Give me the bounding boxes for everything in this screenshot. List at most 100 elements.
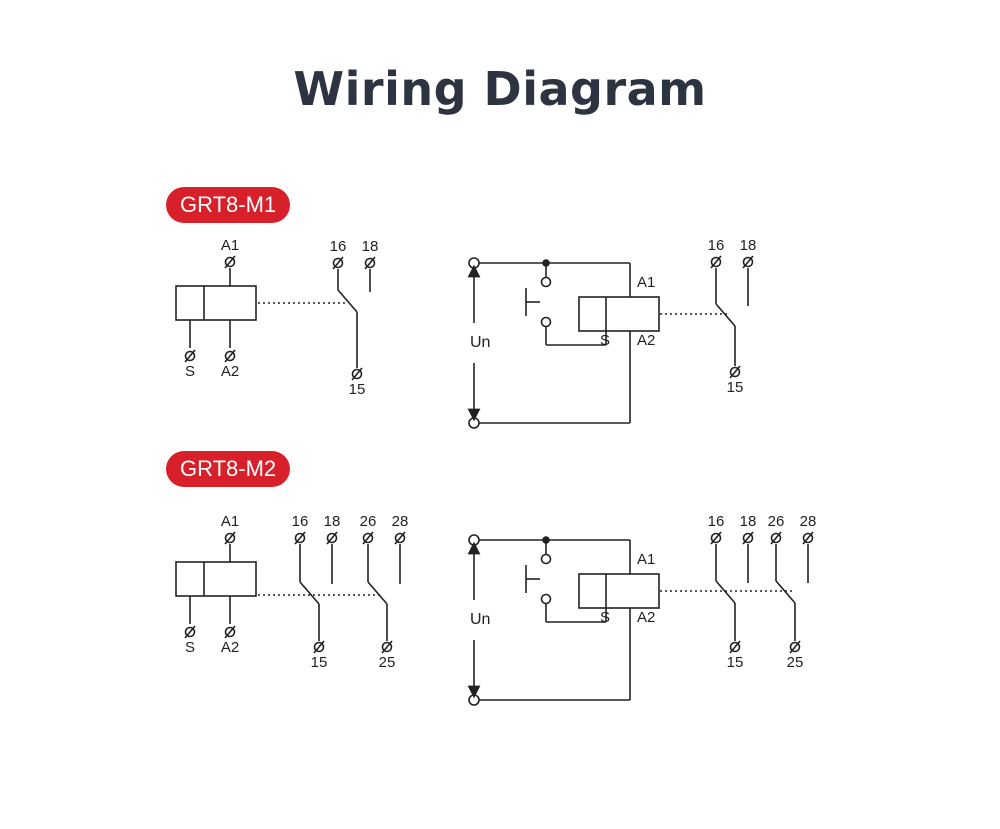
terminal-symbol — [313, 641, 325, 653]
terminal-symbol — [326, 532, 338, 544]
label-un: Un — [470, 334, 490, 351]
terminal-symbol — [394, 532, 406, 544]
supply-terminal-bottom — [468, 694, 480, 706]
terminal-slash — [802, 531, 814, 545]
terminal-slash — [294, 531, 306, 545]
label-nc-terminal: 18 — [324, 513, 341, 530]
terminal-slash — [710, 255, 722, 269]
contact-blade — [715, 580, 736, 604]
contact-blade — [299, 581, 320, 605]
terminal-symbol — [224, 350, 236, 362]
label-a2: A2 — [637, 332, 655, 349]
terminal-symbol — [184, 626, 196, 638]
label-common-terminal: 25 — [379, 654, 396, 671]
terminal-slash — [313, 640, 325, 654]
terminal-slash — [789, 640, 801, 654]
terminal-symbol — [362, 532, 374, 544]
supply-terminal-top — [468, 257, 480, 269]
label-un: Un — [470, 611, 490, 628]
terminal-slash — [742, 255, 754, 269]
label-common-terminal: 15 — [349, 381, 366, 398]
contact-blade — [775, 580, 796, 604]
label-a2: A2 — [221, 363, 239, 380]
relay-coil — [578, 296, 660, 332]
relay-coil — [578, 573, 660, 609]
label-no-terminal: 26 — [768, 513, 785, 530]
label-common-terminal: 25 — [787, 654, 804, 671]
terminal-symbol — [710, 532, 722, 544]
terminal-symbol — [742, 532, 754, 544]
label-a1: A1 — [637, 551, 655, 568]
terminal-slash — [184, 625, 196, 639]
label-nc-terminal: 28 — [392, 513, 409, 530]
relay-coil — [175, 285, 257, 321]
label-a2: A2 — [637, 609, 655, 626]
model-badge-grt8-m2: GRT8-M2 — [166, 451, 291, 487]
terminal-symbol — [351, 368, 363, 380]
label-no-terminal: 16 — [292, 513, 309, 530]
label-a1: A1 — [221, 237, 239, 254]
terminal-symbol — [742, 256, 754, 268]
terminal-symbol — [789, 641, 801, 653]
contact-blade — [367, 581, 388, 605]
terminal-symbol — [729, 366, 741, 378]
terminal-slash — [362, 531, 374, 545]
terminal-symbol — [332, 257, 344, 269]
label-nc-terminal: 28 — [800, 513, 817, 530]
label-common-terminal: 15 — [727, 379, 744, 396]
label-no-terminal: 16 — [708, 513, 725, 530]
label-a1: A1 — [637, 274, 655, 291]
terminal-symbol — [710, 256, 722, 268]
terminal-symbol — [294, 532, 306, 544]
pushbutton-contact — [540, 553, 552, 565]
label-no-terminal: 16 — [708, 237, 725, 254]
supply-terminal-bottom — [468, 417, 480, 429]
label-s: S — [185, 363, 195, 380]
contact-blade — [715, 303, 736, 327]
pushbutton-contact — [540, 276, 552, 288]
terminal-slash — [394, 531, 406, 545]
terminal-slash — [710, 531, 722, 545]
contact-blade — [337, 289, 358, 313]
terminal-symbol — [224, 532, 236, 544]
terminal-symbol — [381, 641, 393, 653]
relay-coil — [175, 561, 257, 597]
terminal-slash — [184, 349, 196, 363]
terminal-slash — [351, 367, 363, 381]
label-s: S — [600, 609, 610, 626]
page-title: Wiring Diagram — [293, 62, 707, 116]
label-common-terminal: 15 — [311, 654, 328, 671]
terminal-slash — [224, 625, 236, 639]
label-no-terminal: 16 — [330, 238, 347, 255]
terminal-slash — [224, 255, 236, 269]
terminal-slash — [364, 256, 376, 270]
terminal-slash — [770, 531, 782, 545]
label-nc-terminal: 18 — [362, 238, 379, 255]
terminal-symbol — [364, 257, 376, 269]
label-nc-terminal: 18 — [740, 237, 757, 254]
terminal-symbol — [770, 532, 782, 544]
terminal-slash — [729, 640, 741, 654]
terminal-slash — [224, 531, 236, 545]
terminal-symbol — [184, 350, 196, 362]
label-s: S — [600, 332, 610, 349]
terminal-symbol — [802, 532, 814, 544]
label-a2: A2 — [221, 639, 239, 656]
label-a1: A1 — [221, 513, 239, 530]
terminal-slash — [326, 531, 338, 545]
pushbutton-contact — [540, 593, 552, 605]
terminal-slash — [224, 349, 236, 363]
pushbutton-contact — [540, 316, 552, 328]
terminal-slash — [381, 640, 393, 654]
label-no-terminal: 26 — [360, 513, 377, 530]
terminal-slash — [332, 256, 344, 270]
model-badge-grt8-m1: GRT8-M1 — [166, 187, 291, 223]
terminal-symbol — [224, 626, 236, 638]
terminal-slash — [742, 531, 754, 545]
terminal-symbol — [224, 256, 236, 268]
terminal-symbol — [729, 641, 741, 653]
label-s: S — [185, 639, 195, 656]
label-nc-terminal: 18 — [740, 513, 757, 530]
terminal-slash — [729, 365, 741, 379]
